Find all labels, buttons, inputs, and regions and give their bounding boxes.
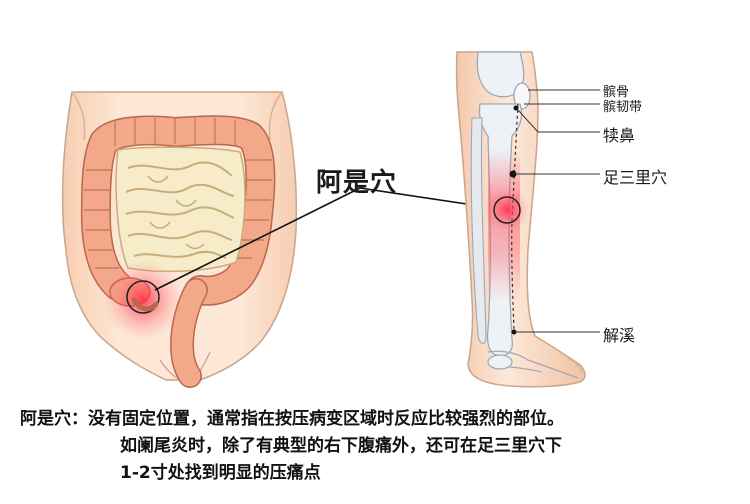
small-intestine <box>115 146 246 273</box>
dubi-point <box>513 105 519 111</box>
caption-block: 阿是穴：没有固定位置，通常指在按压病变区域时反应比较强烈的部位。 如阑尾炎时，除… <box>20 406 745 487</box>
fibula-bone <box>470 117 487 345</box>
leg-ashi-circle <box>493 196 521 224</box>
patella-bone <box>513 82 531 110</box>
caption-line-1: 阿是穴：没有固定位置，通常指在按压病变区域时反应比较强烈的部位。 <box>20 409 564 429</box>
patella-label: 髌骨 <box>603 85 630 100</box>
caption-line-3: 1-2寸处找到明显的压痛点 <box>120 463 321 483</box>
ashi-point-circle <box>126 280 160 314</box>
dubi-label: 犊鼻 <box>603 126 636 145</box>
rectum <box>169 278 208 388</box>
zusanli-label: 足三里穴 <box>603 168 668 187</box>
right-leader-lines <box>513 89 600 333</box>
ashi-glow <box>103 260 183 340</box>
ashi-point-label: 阿是穴 <box>316 168 398 198</box>
caption-line-2: 如阑尾炎时，除了有典型的右下腹痛外，还可在足三里穴下 <box>120 436 562 456</box>
leg-ashi-glow <box>485 188 529 232</box>
patellar-ligament-label: 髌韧带 <box>603 100 643 115</box>
ashi-leader-line <box>154 187 361 291</box>
jiexi-label: 解溪 <box>603 326 636 345</box>
